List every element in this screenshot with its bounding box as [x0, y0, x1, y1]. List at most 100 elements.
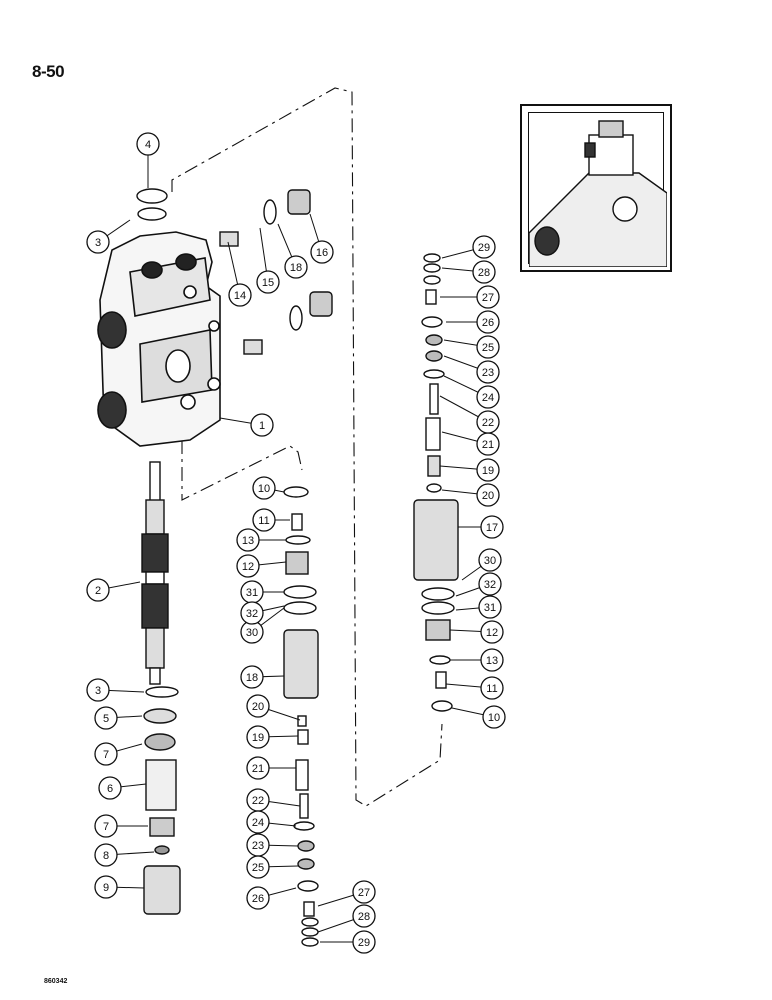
callout-number: 7 — [103, 821, 109, 833]
callout-circle — [472, 260, 496, 284]
callout-number: 3 — [95, 237, 101, 249]
callout-number: 19 — [482, 465, 494, 477]
callout-number: 7 — [103, 749, 109, 761]
callout-circle — [250, 413, 274, 437]
callout-circle — [352, 880, 376, 904]
callout-number: 25 — [252, 862, 264, 874]
callout-circle — [256, 270, 280, 294]
callout-circle — [480, 515, 504, 539]
callout-number: 27 — [358, 887, 370, 899]
callout-6: 6 — [98, 776, 122, 800]
callout-number: 22 — [252, 795, 264, 807]
callout-number: 11 — [258, 515, 269, 527]
callout-28: 28 — [472, 260, 496, 284]
callout-number: 23 — [252, 840, 264, 852]
callout-10: 10 — [252, 476, 276, 500]
detail-inset — [520, 104, 672, 272]
detail-inset-drawing — [528, 120, 668, 268]
callout-4: 4 — [136, 132, 160, 156]
callout-31: 31 — [240, 580, 264, 604]
callout-24: 24 — [476, 385, 500, 409]
callout-circle — [246, 810, 270, 834]
callout-18: 18 — [240, 665, 264, 689]
callout-21: 21 — [246, 756, 270, 780]
callout-number: 4 — [145, 139, 151, 151]
callout-19: 19 — [476, 458, 500, 482]
page-number: 8-50 — [32, 62, 65, 81]
callout-number: 6 — [107, 783, 113, 795]
callout-number: 24 — [482, 392, 494, 404]
callout-circle — [476, 410, 500, 434]
assembly-outline — [171, 87, 443, 807]
callout-number: 20 — [252, 701, 264, 713]
callout-number: 17 — [486, 522, 498, 534]
callout-30: 30 — [478, 548, 502, 572]
callout-7: 7 — [94, 742, 118, 766]
callout-number: 18 — [290, 262, 302, 274]
callout-circle — [480, 676, 504, 700]
callout-11: 11 — [252, 508, 276, 532]
callout-circle — [482, 705, 506, 729]
callout-number: 1 — [259, 420, 265, 432]
callout-circle — [236, 528, 260, 552]
callout-32: 32 — [478, 572, 502, 596]
callout-number: 30 — [246, 627, 258, 639]
callout-5: 5 — [94, 706, 118, 730]
callout-circle — [240, 665, 264, 689]
callout-circle — [476, 285, 500, 309]
callout-18: 18 — [284, 255, 308, 279]
callout-27: 27 — [352, 880, 376, 904]
callout-number: 26 — [252, 893, 264, 905]
callout-10: 10 — [482, 705, 506, 729]
callout-number: 26 — [482, 317, 494, 329]
callout-19: 19 — [246, 725, 270, 749]
callout-circle — [310, 240, 334, 264]
callout-3: 3 — [86, 678, 110, 702]
callout-number: 27 — [482, 292, 494, 304]
callout-number: 14 — [234, 290, 246, 302]
callout-circle — [478, 548, 502, 572]
document-code: 860342 — [44, 978, 68, 985]
callout-number: 12 — [486, 627, 498, 639]
callout-number: 25 — [482, 342, 494, 354]
callout-25: 25 — [476, 335, 500, 359]
callout-number: 24 — [252, 817, 264, 829]
callout-circle — [246, 886, 270, 910]
callout-29: 29 — [472, 235, 496, 259]
callout-27: 27 — [476, 285, 500, 309]
callout-24: 24 — [246, 810, 270, 834]
callout-number: 31 — [484, 602, 496, 614]
callout-circle — [246, 694, 270, 718]
callout-number: 13 — [242, 535, 254, 547]
callout-number: 12 — [242, 561, 254, 573]
callout-number: 21 — [482, 439, 494, 451]
callout-32: 32 — [240, 601, 264, 625]
callout-number: 31 — [246, 587, 258, 599]
callout-17: 17 — [480, 515, 504, 539]
callout-circle — [86, 678, 110, 702]
callout-circle — [472, 235, 496, 259]
callout-circle — [246, 855, 270, 879]
callout-circle — [476, 483, 500, 507]
callout-13: 13 — [480, 648, 504, 672]
callout-number: 10 — [488, 712, 500, 724]
callout-circle — [246, 756, 270, 780]
callout-30: 30 — [240, 620, 264, 644]
centering-parts — [143, 686, 181, 915]
callout-12: 12 — [480, 620, 504, 644]
callout-circle — [236, 554, 260, 578]
callout-26: 26 — [476, 310, 500, 334]
callout-14: 14 — [228, 283, 252, 307]
callout-circle — [352, 904, 376, 928]
callout-circle — [480, 648, 504, 672]
callout-circle — [86, 578, 110, 602]
callout-22: 22 — [246, 788, 270, 812]
callout-15: 15 — [256, 270, 280, 294]
callout-number: 16 — [316, 247, 328, 259]
callout-number: 10 — [258, 483, 270, 495]
callout-circle — [478, 595, 502, 619]
callout-circle — [476, 458, 500, 482]
callout-number: 30 — [484, 555, 496, 567]
callout-number: 23 — [482, 367, 494, 379]
